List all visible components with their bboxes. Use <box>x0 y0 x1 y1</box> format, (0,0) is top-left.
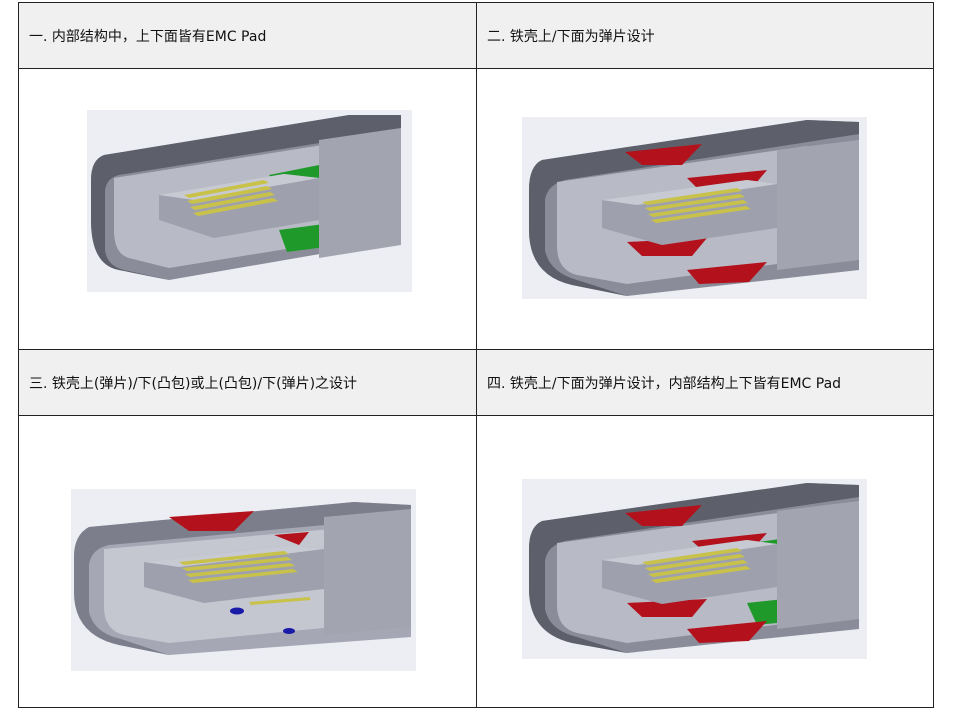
panel-4-image <box>477 417 933 707</box>
panel-2-header: 二. 铁壳上/下面为弹片设计 <box>477 3 933 69</box>
panel-4-title: 四. 铁壳上/下面为弹片设计，内部结构上下皆有EMC Pad <box>487 375 842 392</box>
panel-1-image <box>19 70 476 349</box>
connector-internal-emc-pad-illustration <box>87 110 412 292</box>
connector-spring-tabs-and-emc-pad-illustration <box>522 479 867 659</box>
table-divider-vertical <box>476 3 477 707</box>
panel-3-header: 三. 铁壳上(弹片)/下(凸包)或上(凸包)/下(弹片)之设计 <box>19 350 476 416</box>
panel-2-title: 二. 铁壳上/下面为弹片设计 <box>487 28 655 45</box>
panel-3-image <box>19 417 476 707</box>
panel-1-title: 一. 内部结构中，上下面皆有EMC Pad <box>29 28 267 45</box>
connector-spring-and-bump-illustration <box>71 489 416 671</box>
table-divider-horizontal <box>19 349 933 350</box>
comparison-table: 一. 内部结构中，上下面皆有EMC Pad <box>18 2 934 708</box>
panel-3-title: 三. 铁壳上(弹片)/下(凸包)或上(凸包)/下(弹片)之设计 <box>29 375 358 392</box>
panel-4-header: 四. 铁壳上/下面为弹片设计，内部结构上下皆有EMC Pad <box>477 350 933 416</box>
panel-2-image <box>477 70 933 349</box>
connector-shell-spring-tabs-illustration <box>522 117 867 299</box>
panel-1-header: 一. 内部结构中，上下面皆有EMC Pad <box>19 3 476 69</box>
